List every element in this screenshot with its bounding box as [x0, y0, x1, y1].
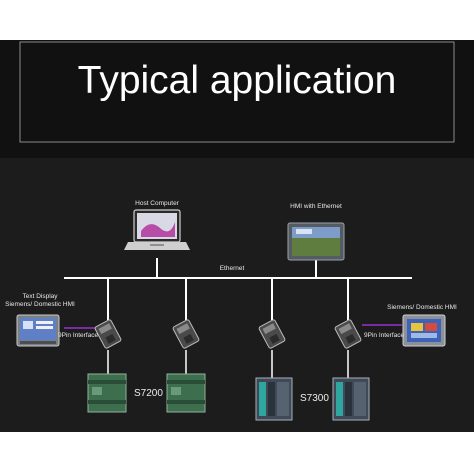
- text-display-label: Text Display: [22, 293, 58, 300]
- left-interface-label: 9Pin Interface: [58, 332, 99, 339]
- host-computer-label: Host Computer: [135, 200, 179, 207]
- adapter-icon-2: [172, 319, 200, 349]
- text-display-icon: [16, 314, 60, 347]
- hmi-ethernet-label: HMI with Ethernet: [290, 203, 342, 210]
- hmi-panel-icon: [287, 222, 345, 261]
- right-interface-label: 9Pin Interface: [364, 332, 405, 339]
- s7300-label: S7300: [300, 393, 329, 404]
- adapter-icon-4: [334, 319, 362, 349]
- s7300-plc-icon-1: [255, 377, 293, 421]
- page-title: Typical application: [77, 59, 397, 102]
- s7200-label: S7200: [134, 388, 163, 399]
- s7300-plc-icon-2: [332, 377, 370, 421]
- adapter-icon-3: [258, 319, 286, 349]
- title-frame: [19, 41, 455, 143]
- laptop-icon: [124, 209, 190, 250]
- diagram-background: [0, 158, 474, 432]
- ethernet-label: Ethernet: [219, 265, 245, 272]
- s7200-plc-icon-1: [87, 373, 127, 413]
- right-hmi-icon: [402, 314, 446, 347]
- title-banner: [0, 40, 474, 158]
- adapter-icon-1: [94, 319, 122, 349]
- right-hmi-label: Siemens/ Domestic HMI: [387, 304, 457, 311]
- s7200-plc-icon-2: [166, 373, 206, 413]
- left-hmi-label: Siemens/ Domestic HMI: [5, 301, 75, 308]
